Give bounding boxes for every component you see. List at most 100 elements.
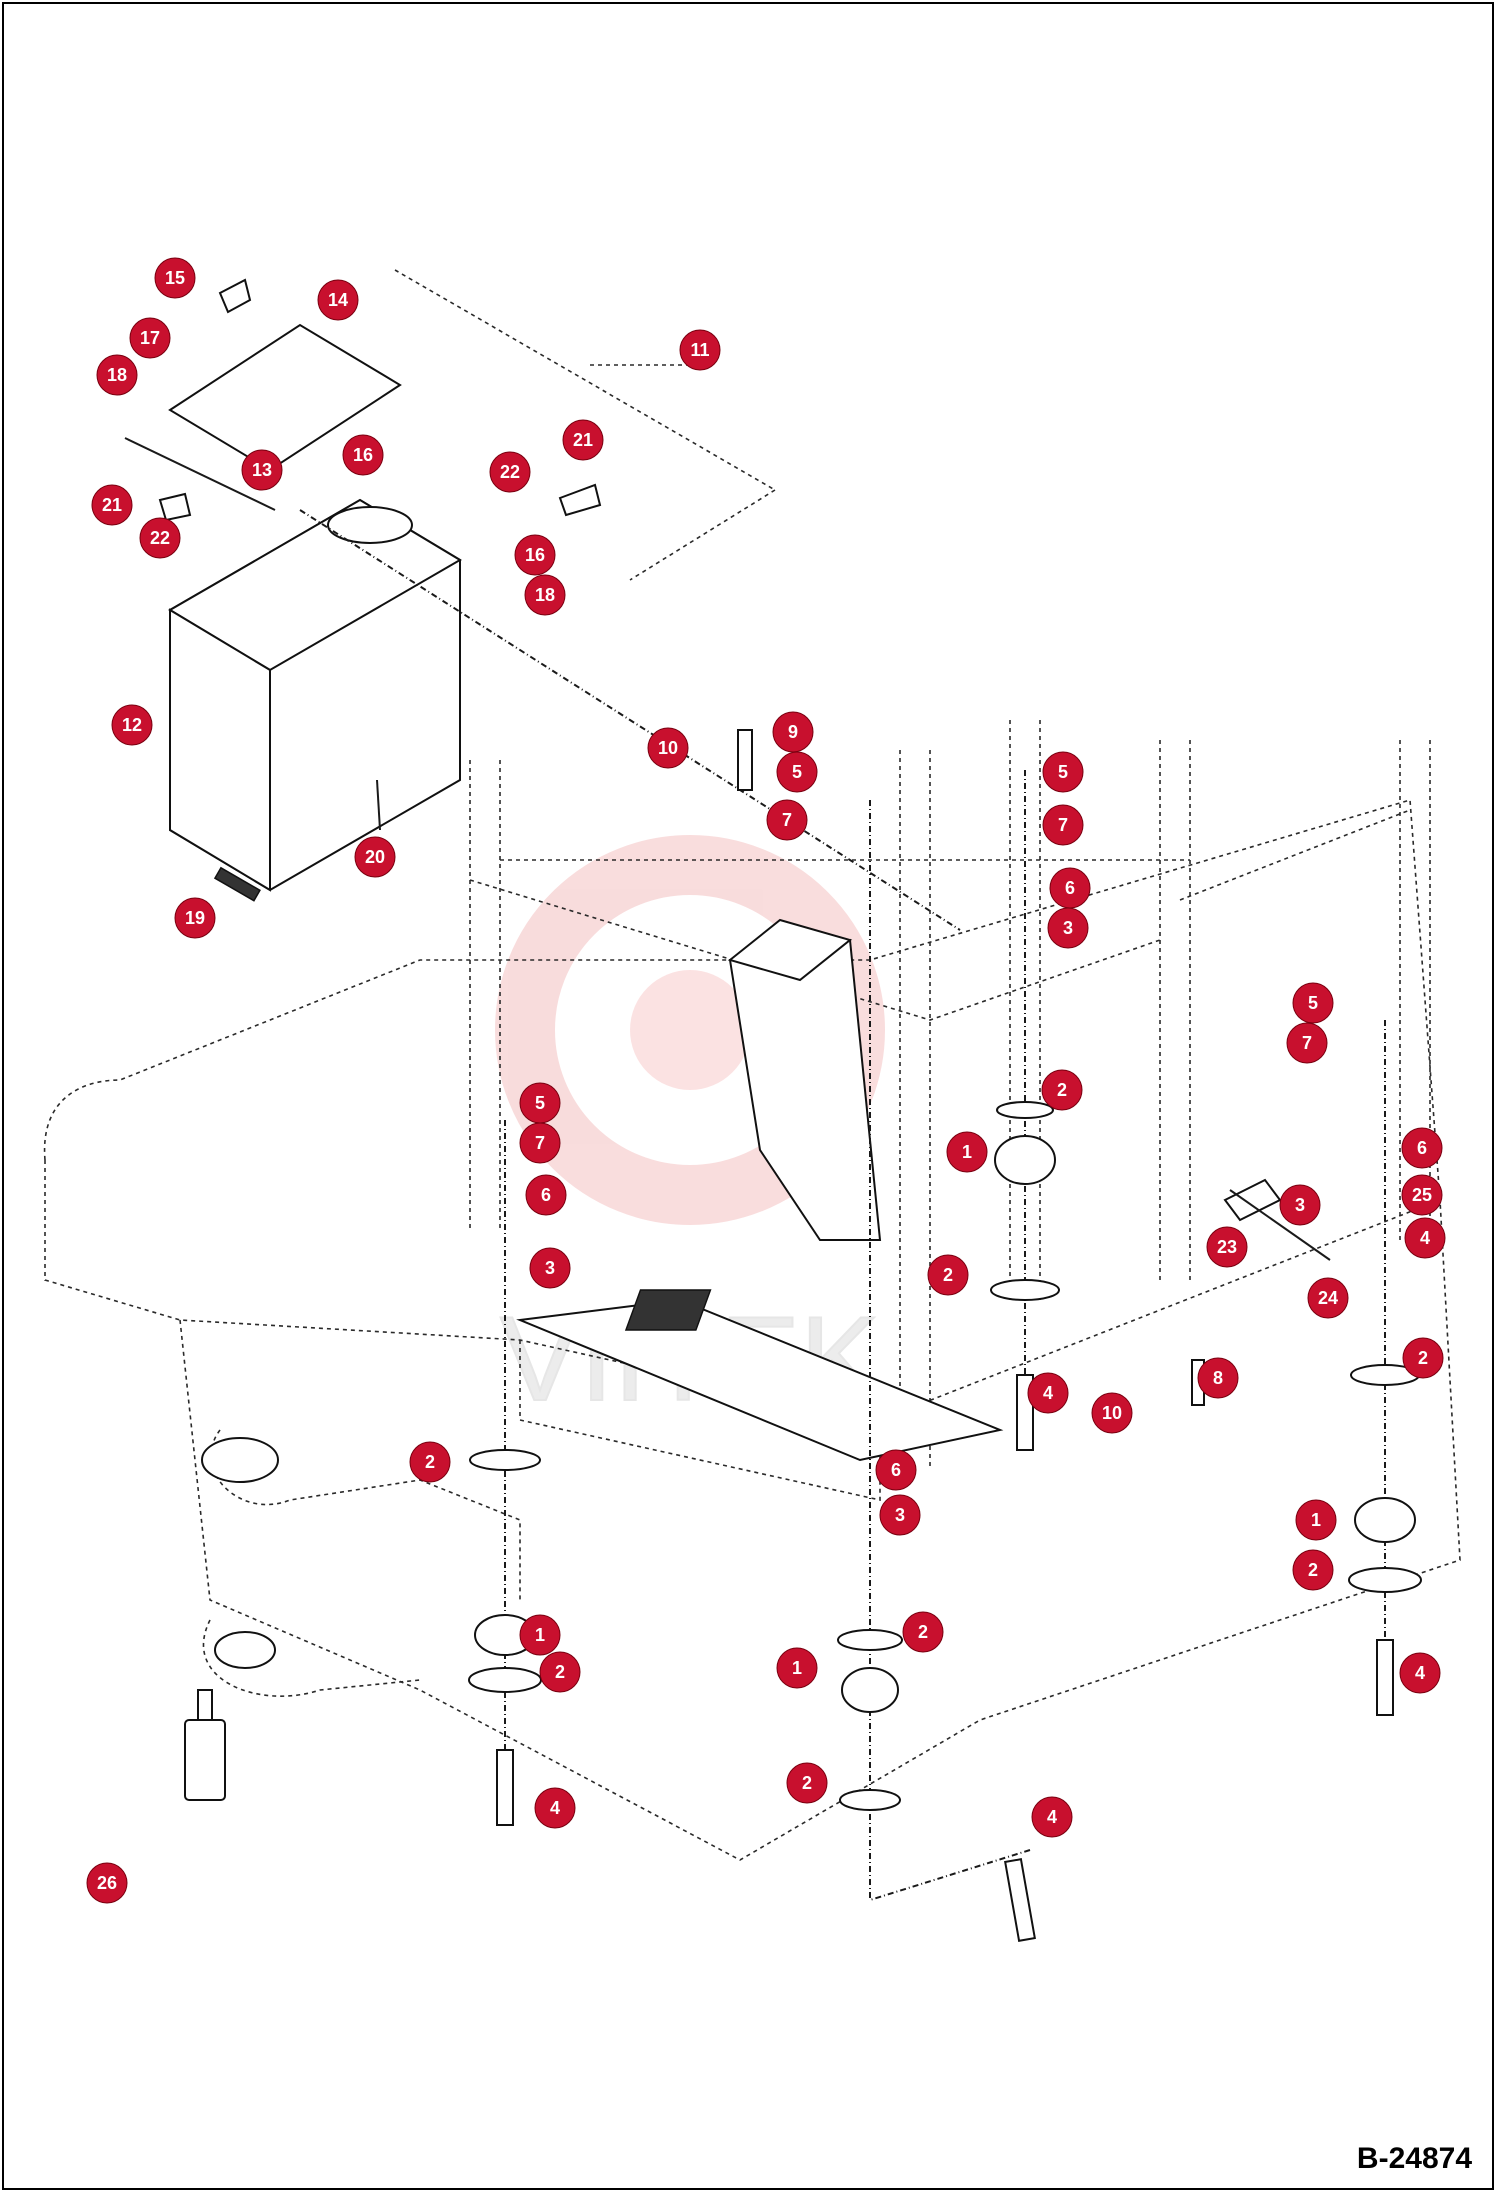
callout-marker	[1292, 982, 1334, 1024]
callout-number: 11	[690, 340, 709, 360]
callout-marker	[1401, 1127, 1443, 1169]
callout-marker	[946, 1131, 988, 1173]
callout-5: 5	[1042, 751, 1084, 793]
callout-number: 12	[122, 715, 142, 735]
callout-marker	[1206, 1226, 1248, 1268]
callout-11: 11	[679, 329, 721, 371]
callout-number: 4	[1043, 1383, 1053, 1403]
callout-4: 4	[1031, 1796, 1073, 1838]
callout-marker	[786, 1762, 828, 1804]
callout-18: 18	[524, 574, 566, 616]
callout-marker	[129, 317, 171, 359]
callout-13: 13	[241, 449, 283, 491]
callout-2: 2	[409, 1441, 451, 1483]
hydraulic-tank-assembly	[124, 269, 961, 931]
callout-number: 16	[525, 545, 545, 565]
callout-number: 1	[1311, 1510, 1321, 1530]
callout-marker	[1041, 1069, 1083, 1111]
callout-number: 18	[535, 585, 555, 605]
callout-marker	[562, 419, 604, 461]
callout-marker	[317, 279, 359, 321]
callout-number: 2	[802, 1773, 812, 1793]
upper-structure-frame	[43, 720, 1461, 1861]
callout-number: 3	[545, 1258, 555, 1278]
callout-marker	[1402, 1337, 1444, 1379]
callout-5: 5	[519, 1082, 561, 1124]
callout-marker	[1404, 1217, 1446, 1259]
callout-7: 7	[519, 1122, 561, 1164]
callout-2: 2	[786, 1762, 828, 1804]
callout-marker	[489, 451, 531, 493]
callout-3: 3	[1047, 907, 1089, 949]
callout-number: 16	[353, 445, 373, 465]
callout-2: 2	[1041, 1069, 1083, 1111]
callout-number: 2	[1057, 1080, 1067, 1100]
callout-number: 1	[535, 1625, 545, 1645]
callout-21: 21	[91, 484, 133, 526]
callout-marker	[1292, 1549, 1334, 1591]
callout-10: 10	[647, 727, 689, 769]
callout-marker	[1091, 1392, 1133, 1434]
callout-marker	[525, 1174, 567, 1216]
callout-1: 1	[519, 1614, 561, 1656]
callout-marker	[524, 574, 566, 616]
callout-marker	[174, 897, 216, 939]
callout-number: 18	[107, 365, 127, 385]
callout-marker	[902, 1611, 944, 1653]
callout-3: 3	[879, 1494, 921, 1536]
callout-16: 16	[342, 434, 384, 476]
callout-4: 4	[1404, 1217, 1446, 1259]
callout-number: 4	[1047, 1807, 1057, 1827]
callout-marker	[1307, 1277, 1349, 1319]
callout-marker	[519, 1614, 561, 1656]
callout-number: 7	[782, 810, 792, 830]
callout-marker	[86, 1862, 128, 1904]
callout-17: 17	[129, 317, 171, 359]
callout-number: 2	[1418, 1348, 1428, 1368]
callout-marker	[139, 517, 181, 559]
callout-7: 7	[766, 799, 808, 841]
callout-4: 4	[1027, 1372, 1069, 1414]
callout-marker	[1279, 1184, 1321, 1226]
callout-number: 3	[1295, 1195, 1305, 1215]
callout-4: 4	[1399, 1652, 1441, 1694]
callout-2: 2	[902, 1611, 944, 1653]
callout-3: 3	[529, 1247, 571, 1289]
callout-number: 2	[1308, 1560, 1318, 1580]
callout-marker	[519, 1122, 561, 1164]
callout-9: 9	[772, 711, 814, 753]
callout-number: 8	[1213, 1368, 1223, 1388]
callout-6: 6	[1049, 867, 1091, 909]
callout-number: 4	[550, 1798, 560, 1818]
callout-number: 5	[792, 762, 802, 782]
callout-12: 12	[111, 704, 153, 746]
callout-number: 14	[328, 290, 348, 310]
callout-2: 2	[1292, 1549, 1334, 1591]
callout-marker	[514, 534, 556, 576]
callout-3: 3	[1279, 1184, 1321, 1226]
callout-marker	[679, 329, 721, 371]
callout-marker	[1042, 751, 1084, 793]
callout-number: 26	[97, 1873, 117, 1893]
callout-marker	[1399, 1652, 1441, 1694]
callout-marker	[342, 434, 384, 476]
callout-marker	[241, 449, 283, 491]
callout-marker	[96, 354, 138, 396]
callout-number: 19	[185, 908, 205, 928]
callout-marker	[409, 1441, 451, 1483]
callout-6: 6	[525, 1174, 567, 1216]
callout-1: 1	[776, 1647, 818, 1689]
callout-marker	[1286, 1022, 1328, 1064]
callout-number: 6	[891, 1460, 901, 1480]
callout-number: 4	[1415, 1663, 1425, 1683]
callout-marker	[1295, 1499, 1337, 1541]
callout-marker	[776, 1647, 818, 1689]
callout-marker	[354, 836, 396, 878]
callout-number: 5	[1308, 993, 1318, 1013]
callout-number: 6	[1417, 1138, 1427, 1158]
callout-number: 5	[1058, 762, 1068, 782]
callout-number: 21	[102, 495, 122, 515]
callout-20: 20	[354, 836, 396, 878]
callout-marker	[1401, 1174, 1443, 1216]
